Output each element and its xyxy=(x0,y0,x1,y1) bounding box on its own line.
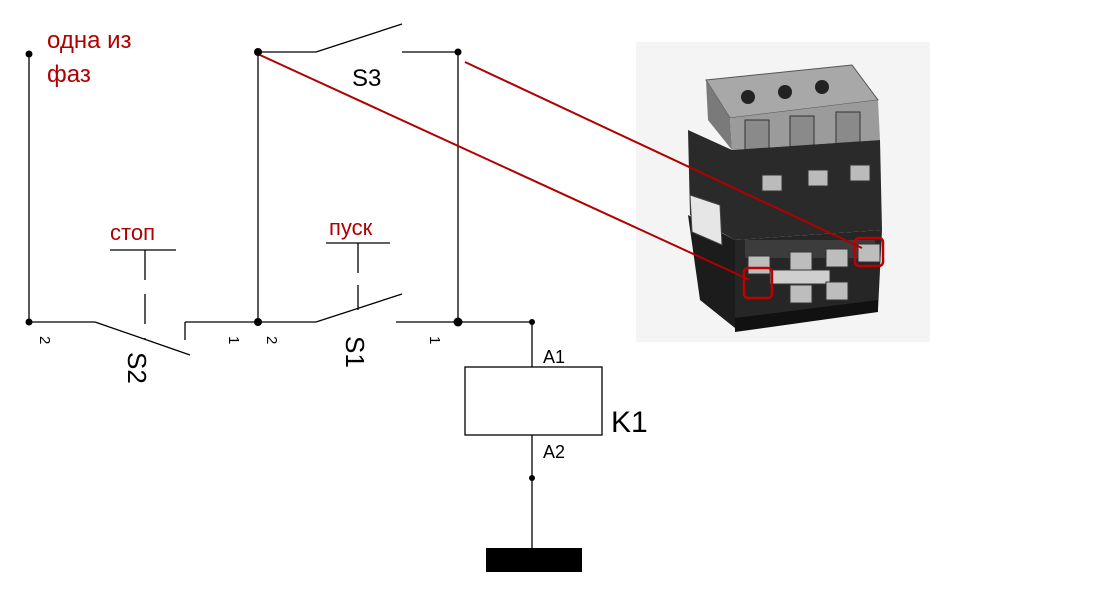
phase-label-line2: фаз xyxy=(47,61,91,88)
s1-pin1-dot xyxy=(453,317,463,327)
stop-label: стоп xyxy=(110,220,155,245)
coil-k1-label: K1 xyxy=(611,406,648,439)
junction-dots xyxy=(25,48,535,481)
contactor-terminal-right-highlight xyxy=(853,236,885,268)
phase-terminal-dot xyxy=(25,50,33,58)
phase-label-line1: одна из xyxy=(47,27,132,54)
s1-pin2-dot xyxy=(254,318,262,326)
coil-a1-label: A1 xyxy=(543,347,565,367)
s3-left-to-contactor-line xyxy=(259,54,751,281)
s2-label: S2 xyxy=(122,352,152,384)
s2-contact-blade xyxy=(94,321,191,356)
coil-a2-dot xyxy=(529,475,535,481)
s1-contact-blade xyxy=(315,293,403,323)
s1-pin2-label: 2 xyxy=(263,336,280,344)
coil-k1-body xyxy=(464,366,603,436)
s3-contact-blade xyxy=(315,23,403,53)
coil-a1-dot xyxy=(529,319,535,325)
s2-pin1-label: 1 xyxy=(225,336,242,344)
s3-right-to-contactor-line xyxy=(464,61,863,249)
s2-pin2-label: 2 xyxy=(36,336,53,344)
s3-label: S3 xyxy=(352,65,381,92)
schematic-wires xyxy=(28,23,603,548)
contactor-photo xyxy=(636,42,930,342)
start-label: пуск xyxy=(329,215,373,240)
s3-right-dot xyxy=(454,48,462,56)
s1-label: S1 xyxy=(340,336,370,368)
photo-connection-lines xyxy=(259,54,863,281)
s1-pin1-label: 1 xyxy=(426,336,443,344)
ground-block xyxy=(486,548,582,572)
contactor-terminal-left-highlight xyxy=(742,266,774,300)
coil-a2-label: A2 xyxy=(543,442,565,462)
s3-left-dot xyxy=(254,48,262,56)
s2-pin2-dot xyxy=(25,318,33,326)
